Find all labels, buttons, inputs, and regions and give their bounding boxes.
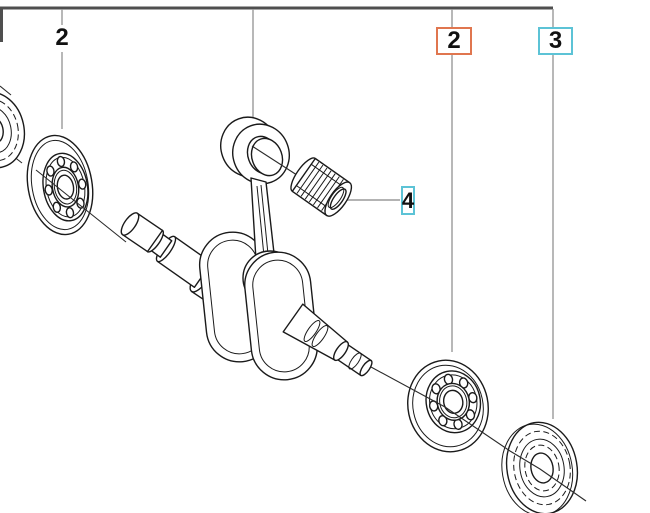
callout-4-boxed[interactable]: 4	[401, 186, 415, 215]
callout-label: 2	[55, 23, 69, 51]
leader-lines	[61, 9, 554, 419]
frame-border	[0, 6, 553, 42]
callout-2-boxed[interactable]: 2	[436, 27, 472, 55]
left-ball-bearing	[26, 134, 94, 236]
callout-2-plain: 2	[48, 24, 76, 51]
crank-web-right	[244, 251, 318, 381]
assembly-centerline-right	[370, 366, 587, 502]
assembly-centerline-bearing-left	[35, 169, 127, 243]
right-ball-bearing	[407, 359, 489, 453]
crankshaft-right	[244, 251, 373, 381]
left-seal-washer	[0, 91, 26, 169]
callout-label: 3	[548, 27, 563, 54]
right-seal-washer	[501, 421, 579, 513]
needle-cage-bearing	[290, 157, 353, 217]
callout-label: 4	[401, 187, 415, 213]
callout-label: 2	[447, 27, 461, 54]
callout-3-boxed[interactable]: 3	[538, 27, 573, 55]
pin-centerline	[251, 145, 301, 178]
